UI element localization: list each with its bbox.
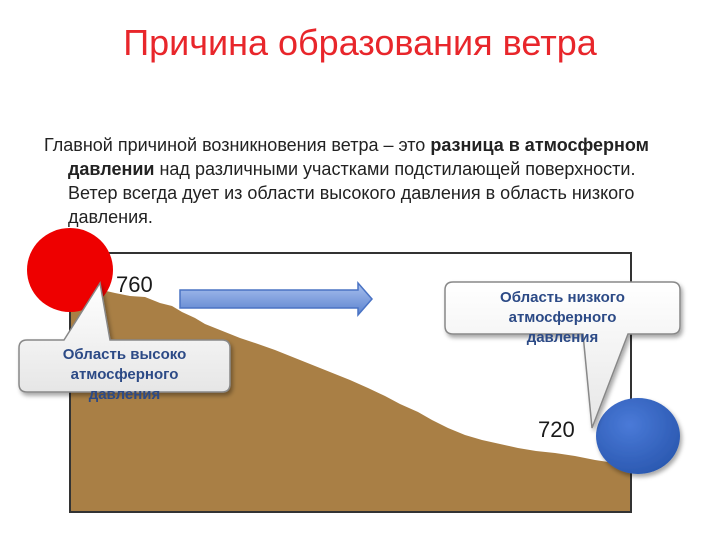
callout-high-line3: давления	[88, 386, 161, 403]
high-pressure-circle	[27, 228, 113, 312]
pressure-low-label: 720	[538, 417, 575, 442]
main-paragraph: Главной причиной возникновения ветра – э…	[44, 133, 688, 229]
paragraph-text-1: Главной причиной возникновения ветра – э…	[44, 135, 431, 155]
callout-high-line1: Область высоко	[62, 346, 187, 363]
callout-low-line2: атмосферного	[508, 309, 617, 326]
callout-low-bubble	[444, 281, 681, 429]
paragraph-bold: разница в атмосферном давлении	[68, 135, 649, 179]
callout-high-text: Область высоко атмосферного давления	[19, 345, 230, 405]
callout-low-line1: Область низкого	[500, 289, 625, 306]
callout-low-line3: давления	[526, 329, 599, 346]
callout-high-bubble	[18, 280, 231, 393]
callout-low-text: Область низкого атмосферного давления	[445, 288, 680, 348]
callout-high-line2: атмосферного	[70, 366, 179, 383]
page-title: Причина образования ветра	[123, 22, 597, 63]
paragraph-text-2: над различными участками подстилающей по…	[68, 159, 636, 227]
pressure-high-label: 760	[116, 272, 153, 297]
low-pressure-circle	[596, 398, 680, 474]
wind-direction-arrow	[179, 281, 373, 317]
